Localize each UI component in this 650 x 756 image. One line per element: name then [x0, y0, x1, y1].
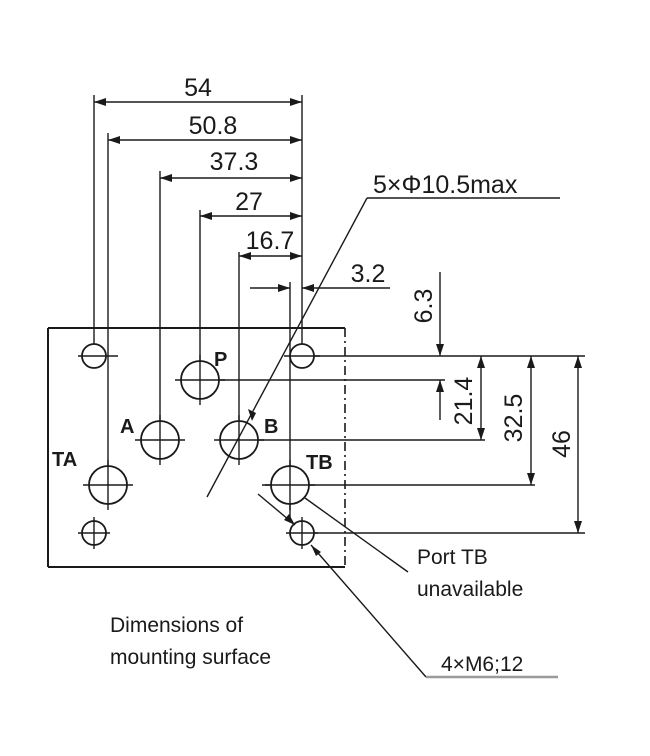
caption-line2: mounting surface	[110, 646, 271, 669]
port-labels: P A B TA TB	[52, 349, 333, 474]
thread-hole-top-right	[284, 343, 320, 369]
caption-line1: Dimensions of	[110, 614, 243, 637]
tb-note-leader	[304, 497, 409, 573]
thread-hole-top-left	[78, 343, 118, 369]
vertical-extension-lines	[93, 95, 303, 520]
port-holes-leader	[206, 197, 560, 498]
thread-hole-bottom-left	[78, 517, 110, 549]
callout-labels: 5×Φ10.5max Port TB unavailable 4×M6;12	[373, 171, 523, 676]
dim-6-3: 6.3	[410, 289, 438, 324]
dim-46: 46	[548, 430, 576, 458]
dim-27: 27	[235, 188, 263, 216]
dim-3-2: 3.2	[351, 260, 386, 288]
thread-holes-callout: 4×M6;12	[441, 653, 523, 676]
thread-holes-leader	[257, 493, 558, 679]
port-label-ta: TA	[52, 449, 77, 471]
port-holes-callout: 5×Φ10.5max	[373, 171, 518, 199]
tb-note-line2: unavailable	[417, 578, 523, 601]
port-hole-ta	[83, 460, 133, 510]
port-hole-p	[175, 355, 225, 405]
vertical-dimension-labels: 6.3 21.4 32.5 46	[410, 289, 576, 458]
port-hole-tb	[265, 460, 315, 510]
caption: Dimensions of mounting surface	[110, 614, 271, 669]
port-label-a: A	[120, 416, 134, 438]
horizontal-dimension-labels: 54 50.8 37.3 27 16.7 3.2	[184, 74, 385, 288]
tb-note-line1: Port TB	[417, 546, 488, 569]
dim-16-7: 16.7	[246, 227, 295, 255]
horizontal-dimension-lines	[94, 98, 390, 292]
thread-hole-bottom-right	[286, 517, 318, 549]
mounting-plate	[47, 327, 346, 568]
port-hole-b	[214, 415, 264, 465]
port-label-b: B	[264, 416, 278, 438]
dim-21-4: 21.4	[450, 377, 478, 426]
vertical-dimension-lines	[436, 272, 582, 533]
dim-50-8: 50.8	[189, 112, 238, 140]
dim-32-5: 32.5	[500, 394, 528, 443]
port-hole-a	[135, 415, 185, 465]
port-label-tb: TB	[306, 452, 333, 474]
dim-54: 54	[184, 74, 212, 102]
holes	[78, 343, 320, 549]
dim-37-3: 37.3	[210, 148, 259, 176]
port-label-p: P	[214, 349, 227, 371]
